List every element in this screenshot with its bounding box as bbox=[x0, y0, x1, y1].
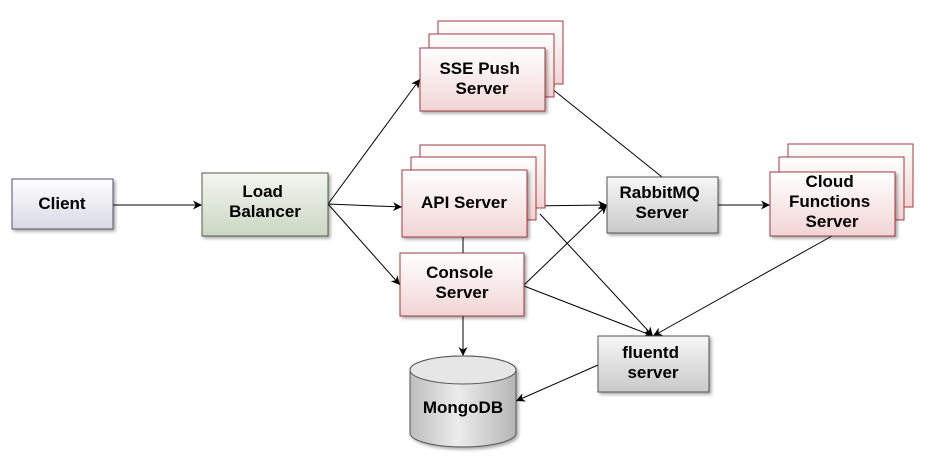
node-client: Client bbox=[11, 178, 114, 230]
node-mongodb: MongoDB bbox=[409, 355, 517, 448]
node-load-balancer: Load Balancer bbox=[201, 172, 329, 237]
node-api-server: API Server bbox=[401, 144, 546, 238]
node-api-server-label: API Server bbox=[421, 193, 507, 212]
edge-fluentd-server-to-mongodb bbox=[515, 364, 599, 402]
node-mongodb-label: MongoDB bbox=[423, 398, 503, 417]
edge-cloud-functions-server-to-fluentd-server bbox=[652, 235, 833, 337]
edge-load-balancer-to-api-server bbox=[327, 202, 403, 212]
edge-console-server-to-fluentd-server bbox=[523, 285, 654, 337]
edge-rabbitmq-server-to-sse-push-server bbox=[545, 83, 663, 178]
node-rabbitmq-server: RabbitMQ Server bbox=[606, 176, 719, 234]
database-cylinder-top bbox=[409, 355, 517, 385]
node-fluentd-server: fluentd server bbox=[597, 335, 710, 393]
edge-load-balancer-to-console-server bbox=[327, 203, 401, 286]
node-sse-push-server: SSE Push Server bbox=[419, 20, 564, 112]
edge-console-server-to-rabbitmq-server bbox=[523, 204, 608, 286]
edge-load-balancer-to-sse-push-server bbox=[327, 78, 421, 205]
edges bbox=[113, 78, 833, 402]
node-rabbitmq-server-label: RabbitMQ Server bbox=[619, 183, 704, 222]
node-fluentd-server-label: fluentd server bbox=[622, 343, 683, 382]
node-load-balancer-label: Load Balancer bbox=[229, 182, 301, 221]
node-sse-push-server-label: SSE Push Server bbox=[439, 59, 524, 98]
nodes: Client Load Balancer SSE Push Server bbox=[11, 20, 914, 448]
node-console-server: Console Server bbox=[399, 252, 525, 317]
node-cloud-functions-server: Cloud Functions Server bbox=[769, 143, 914, 237]
node-client-label: Client bbox=[38, 194, 86, 213]
node-cloud-functions-server-label: Cloud Functions Server bbox=[789, 172, 875, 231]
node-console-server-label: Console Server bbox=[426, 263, 498, 302]
edge-api-server-to-fluentd-server bbox=[539, 213, 654, 337]
